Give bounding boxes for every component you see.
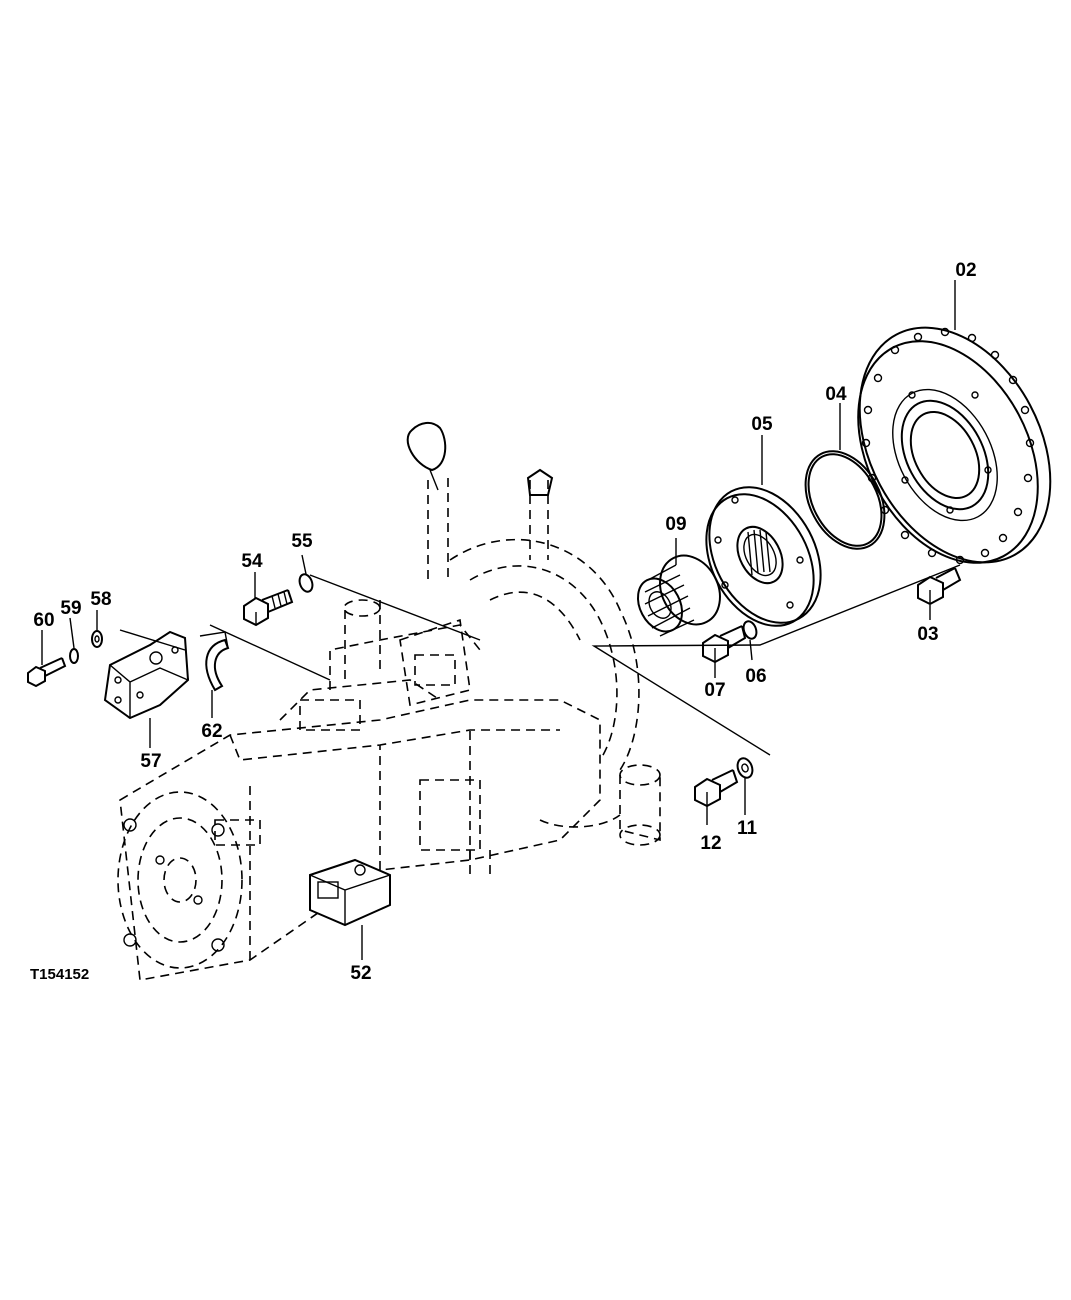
callout-06: 06 [745, 666, 766, 687]
callout-02: 02 [955, 260, 976, 281]
callout-57: 57 [140, 751, 161, 772]
part-59-washer [69, 648, 79, 664]
callout-60: 60 [33, 610, 54, 631]
flange-bolt-holes [861, 327, 1035, 565]
part-57-gear-pump [103, 630, 190, 720]
callout-07: 07 [704, 680, 725, 701]
main-pump-assembly [117, 422, 661, 981]
callout-59: 59 [60, 598, 81, 619]
leader-lines [41, 280, 961, 960]
callout-05: 05 [751, 414, 773, 435]
callout-03: 03 [917, 624, 938, 645]
callout-labels: 02 03 04 05 06 07 09 11 12 52 54 55 57 5… [30, 260, 977, 984]
part-58-washer [91, 630, 103, 648]
callout-55: 55 [291, 531, 313, 552]
callout-62: 62 [201, 721, 222, 742]
part-04-o-ring [804, 450, 886, 550]
part-07-bolt [702, 625, 747, 664]
callout-12: 12 [700, 833, 721, 854]
callout-58: 58 [90, 589, 111, 610]
callout-04: 04 [825, 384, 847, 405]
callout-52: 52 [350, 963, 371, 984]
part-02-flange [857, 326, 1052, 565]
callout-09: 09 [665, 514, 686, 535]
part-55-washer [298, 573, 314, 593]
part-06-washer [742, 620, 758, 640]
part-11-washer [736, 757, 754, 779]
part-09-spline-gear [636, 554, 721, 637]
part-62-retaining-ring [199, 631, 230, 692]
part-05-coupling-plate [705, 486, 822, 627]
part-60-bolt [27, 657, 67, 688]
figure-id: T154152 [30, 966, 89, 983]
callout-54: 54 [241, 551, 263, 572]
part-54-bolt [243, 589, 294, 627]
callout-11: 11 [737, 818, 758, 839]
part-12-bolt [694, 769, 739, 808]
